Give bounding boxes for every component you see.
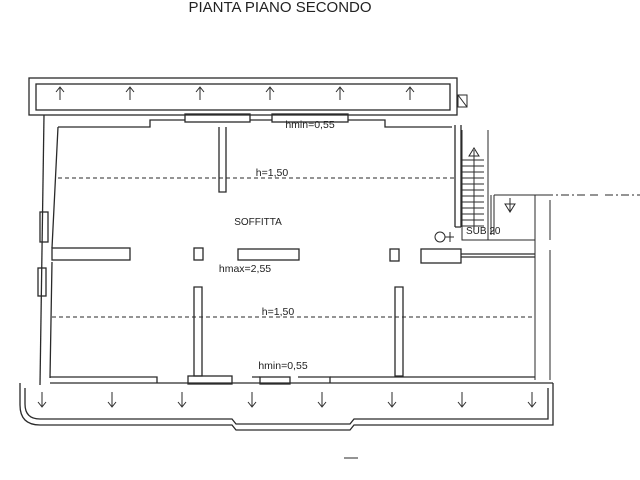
outer-walls bbox=[37, 113, 462, 386]
bottom-balcony bbox=[19, 383, 554, 431]
partitions bbox=[51, 127, 535, 377]
down-arrows bbox=[37, 392, 537, 408]
room-label: SOFFITTA bbox=[234, 217, 282, 228]
plan-title: PIANTA PIANO SECONDO bbox=[188, 0, 371, 16]
h-top-label: h=1,50 bbox=[256, 167, 289, 179]
hmin-top-label: hmin=0,55 bbox=[285, 119, 334, 131]
utility-symbol-icon bbox=[434, 231, 454, 243]
unit-label: SUB 20 bbox=[466, 226, 501, 237]
h-bottom-label: h=1,50 bbox=[262, 306, 295, 318]
hmin-bottom-label: hmin=0,55 bbox=[258, 360, 307, 372]
top-balcony bbox=[28, 77, 458, 116]
staircase bbox=[457, 94, 640, 380]
up-arrows bbox=[55, 86, 415, 100]
bottom-wall bbox=[50, 375, 553, 385]
hmax-label: hmax=2,55 bbox=[219, 263, 271, 275]
